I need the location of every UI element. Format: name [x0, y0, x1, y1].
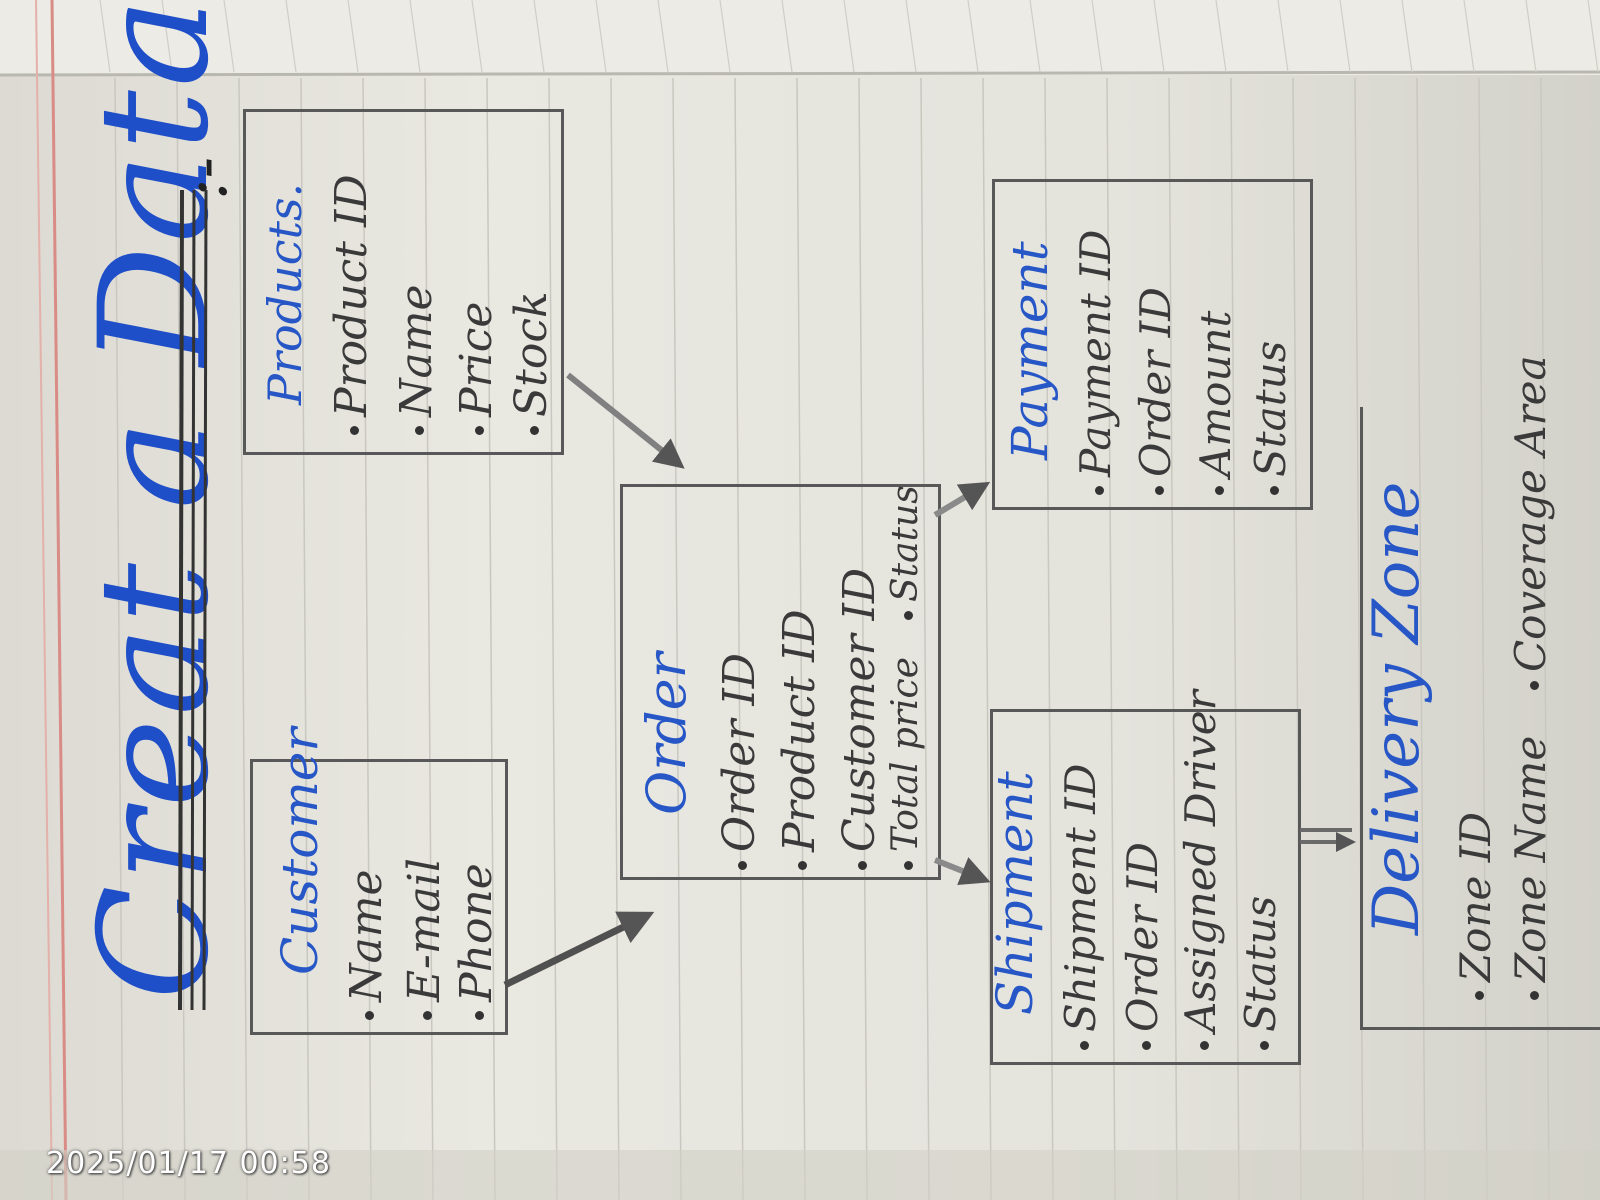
page-fold-line: [0, 70, 1600, 77]
top-page-ruled-line: [1215, 0, 1227, 73]
arrow-order-to-payment: [933, 481, 991, 518]
ruled-line: [548, 77, 558, 1200]
top-page-ruled-line: [285, 0, 297, 73]
ruled-line: [920, 77, 930, 1200]
top-page-ruled-line: [1401, 0, 1413, 73]
ruled-line: [982, 77, 992, 1200]
margin-line: [50, 0, 68, 1200]
top-page-ruled-line: [99, 0, 111, 73]
arrow-product-to-order: [566, 372, 685, 469]
top-page-ruled-line: [595, 0, 607, 73]
ruled-lines: [99, 0, 1599, 1200]
ruled-line: [300, 77, 310, 1200]
top-page-ruled-line: [223, 0, 235, 73]
top-page-ruled-line: [409, 0, 421, 73]
top-page-ruled-line: [161, 0, 173, 73]
top-page-ruled-line: [843, 0, 855, 73]
top-page-ruled-line: [1339, 0, 1351, 73]
ruled-line: [1168, 77, 1178, 1200]
top-page-ruled-line: [1029, 0, 1041, 73]
top-page-ruled-line: [1587, 0, 1599, 73]
ruled-line: [1416, 77, 1426, 1200]
top-page-ruled-line: [967, 0, 979, 73]
ruled-line: [486, 77, 496, 1200]
ruled-line: [1354, 77, 1364, 1200]
top-page-ruled-line: [719, 0, 731, 73]
title-underline: [178, 189, 208, 1010]
top-page-ruled-line: [1091, 0, 1103, 73]
top-page-edge: [0, 0, 1600, 75]
ruled-line: [238, 77, 248, 1200]
ruled-line: [1106, 77, 1116, 1200]
ruled-line: [1044, 77, 1054, 1200]
top-page-ruled-line: [1153, 0, 1165, 73]
ruled-line: [734, 77, 744, 1200]
top-page-ruled-line: [347, 0, 359, 73]
arrow-order-to-shipment: [933, 857, 991, 886]
margin-line-secondary: [35, 0, 53, 1200]
top-page-ruled-line: [471, 0, 483, 73]
top-page-ruled-line: [1463, 0, 1475, 73]
bottom-shadow: [0, 1150, 1600, 1200]
ruled-line: [672, 77, 682, 1200]
ruled-line: [1292, 77, 1302, 1200]
ruled-line: [114, 77, 124, 1200]
top-page-ruled-line: [533, 0, 545, 73]
ruled-line: [858, 77, 868, 1200]
arrow-customer-to-order: [503, 911, 655, 989]
ruled-line: [796, 77, 806, 1200]
ruled-line: [1230, 77, 1240, 1200]
top-page-ruled-line: [905, 0, 917, 73]
top-page-ruled-line: [1277, 0, 1289, 73]
ruled-line: [1478, 77, 1488, 1200]
ruled-line: [610, 77, 620, 1200]
top-page-ruled-line: [1525, 0, 1537, 73]
top-page-ruled-line: [781, 0, 793, 73]
photo-timestamp: 2025/01/17 00:58: [46, 1146, 331, 1181]
top-page-ruled-line: [657, 0, 669, 73]
ruled-line: [1540, 77, 1550, 1200]
